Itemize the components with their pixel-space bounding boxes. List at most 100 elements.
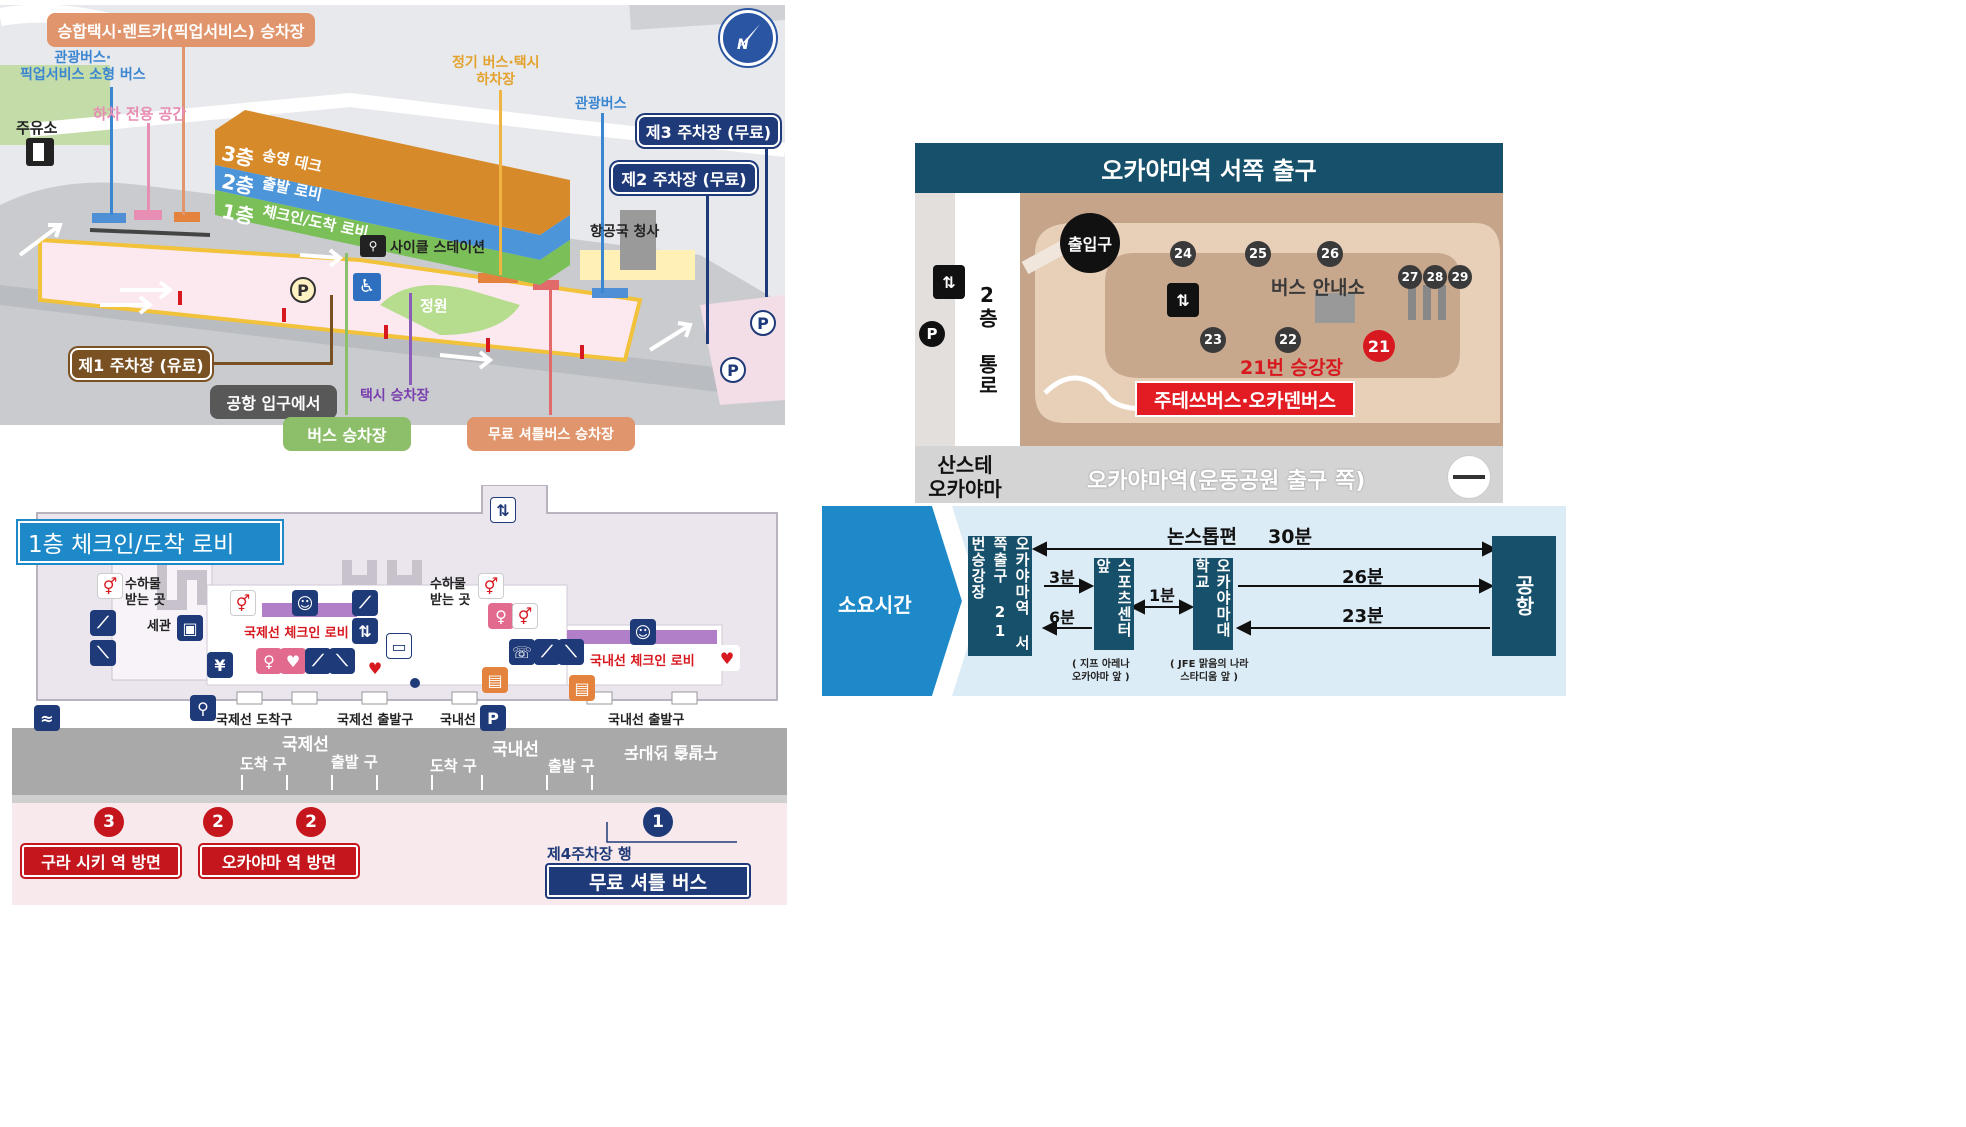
- stop-27: 27: [1398, 265, 1422, 289]
- time-6min: 6분: [1049, 608, 1075, 627]
- station-bottom-label: 오카야마역(운동공원 출구 쪽): [1087, 469, 1366, 494]
- stop-1-badge: 1: [643, 807, 673, 837]
- travel-time-header: 소요시간: [838, 593, 912, 617]
- domestic-label: 국내선: [440, 713, 476, 728]
- aviation-office-label: 항공국 청사: [590, 224, 660, 240]
- elevator-icon-station: ⇅: [1167, 283, 1199, 317]
- cycle-station-label: 사이클 스테이션: [390, 240, 486, 256]
- sports-center-box: 스포츠센터앞: [1094, 558, 1134, 650]
- escalator-down-icon-3: ⟍: [558, 639, 584, 665]
- parking3-tag: 제3 주차장 (무료): [637, 115, 780, 147]
- airport-box: 공항: [1492, 536, 1556, 656]
- elevator-top-icon: ⇅: [490, 497, 516, 523]
- origin-box: 오카야마역 서쪽출구 21번승강장: [968, 536, 1032, 656]
- bicycle-icon: ⚲: [190, 695, 216, 721]
- time-26min: 26분: [1342, 567, 1384, 588]
- parking4-direction-label: 제4주차장 행: [547, 845, 632, 863]
- baby-icon: ♥: [280, 648, 306, 674]
- road-arrival-1: 도착 구: [240, 755, 287, 773]
- kurashiki-direction-tag: 구라 시키 역 방면: [22, 845, 180, 877]
- stop-21: 21: [1363, 330, 1395, 362]
- stop-3-badge: 3: [94, 807, 124, 837]
- baggage-claim-left-label: 수하물 받는 곳: [125, 577, 166, 608]
- university-box: 오카야마대학교: [1193, 558, 1233, 650]
- restroom-icon-5: ⚥: [512, 603, 538, 629]
- free-shuttle-stop-tag-full: 무료 셔틀버스 승차장: [467, 417, 635, 451]
- info-people-icon: ☺: [292, 590, 318, 616]
- baggage-icon: ▣: [177, 615, 203, 641]
- airport-overview-map: 3층 송영 데크 2층 출발 로비 1층 체크인/도착 로비 N 승합택시·렌트…: [0, 5, 785, 425]
- elevator-icon: ⇅: [352, 618, 378, 644]
- bus-stop-tag-full: 버스 승차장: [283, 417, 411, 451]
- free-shuttle-bus-tag: 무료 셔틀 버스: [547, 865, 749, 897]
- university-sub: ( JFE 맑음의 나라 스타디움 앞 ): [1170, 659, 1249, 683]
- elevator-icon-left: ⇅: [933, 265, 965, 299]
- intl-arrival-gate-label: 국제선 도착구: [216, 713, 293, 728]
- terminal-building: [215, 110, 570, 285]
- aed-icon: ♥: [362, 655, 388, 681]
- gas-station-icon: [26, 138, 54, 166]
- entrance-badge: 출입구: [1060, 213, 1120, 273]
- road-arrival-2: 도착 구: [430, 757, 477, 775]
- restroom-icon-4: ♀: [488, 603, 514, 629]
- escalator-icon-4: ⟋: [534, 639, 560, 665]
- garden-label: 정원: [420, 297, 448, 315]
- tour-bus-label: 관광버스: [575, 96, 627, 112]
- parking3-p-icon: P: [750, 310, 776, 336]
- from-entrance-tag: 공항 입구에서: [210, 385, 337, 419]
- stop-2b-badge: 2: [296, 807, 326, 837]
- tour-bus-small-label: 관광버스· 픽업서비스 소형 버스: [20, 50, 146, 83]
- sports-center-sub: ( 지프 아레나 오카야마 앞 ): [1072, 659, 1130, 683]
- taxi-stop-label: 택시 승차장: [360, 388, 430, 404]
- smoking-icon: ≈: [34, 705, 60, 731]
- stop-2a-badge: 2: [203, 807, 233, 837]
- road-intl-label: 국제선: [282, 735, 329, 755]
- exchange-icon: ¥: [207, 652, 233, 678]
- road-dom-label: 국내선: [492, 740, 539, 760]
- stop-26: 26: [1317, 241, 1343, 267]
- bus-info-label: 버스 안내소: [1271, 277, 1366, 299]
- time-3min: 3분: [1049, 568, 1075, 587]
- intl-departure-gate-label: 국제선 출발구: [337, 713, 414, 728]
- accessible-icon: ♿: [353, 273, 381, 301]
- escalator-icon: ⟋: [90, 610, 116, 636]
- operators-banner: 주테쓰버스·오카덴버스: [1135, 381, 1355, 417]
- stop-25: 25: [1245, 241, 1271, 267]
- customs-label: 세관: [147, 619, 171, 634]
- parking-icon: P: [480, 705, 506, 731]
- escalator-icon-2: ⟋: [352, 590, 378, 616]
- stop-28: 28: [1423, 265, 1447, 289]
- aed-icon-2: ♥: [714, 645, 740, 671]
- road-departure-1: 출발 구: [331, 753, 378, 771]
- second-floor-passage-label: 2층 통로: [975, 283, 999, 396]
- parking1-tag: 제1 주차장 (유료): [70, 348, 212, 380]
- parking1-p-icon: P: [290, 277, 316, 303]
- ticket-counter-icon-2: ▤: [569, 675, 595, 701]
- floor1-title-banner: 1층 체크인/도착 로비: [18, 521, 282, 563]
- station-title-bar: 오카야마역 서쪽 출구: [915, 143, 1503, 193]
- dom-departure-gate-label: 국내선 출발구: [608, 713, 685, 728]
- baggage-claim-right-label: 수하물 받는 곳: [430, 577, 471, 608]
- parking2-p-icon: P: [720, 357, 746, 383]
- stop-29: 29: [1448, 265, 1472, 289]
- restroom-icon-3: ⚥: [478, 573, 504, 599]
- restroom-icon: ⚥: [97, 573, 123, 599]
- compass-icon-station: [1447, 455, 1491, 499]
- travel-time-panel: 소요시간 논스톱편 30분 오카야마역 서쪽출구 21번승강장 스포츠센터앞 (…: [822, 506, 1566, 696]
- time-1min: 1분: [1149, 586, 1175, 605]
- cycle-station-icon: ⚲: [360, 235, 386, 257]
- parking-p-icon-station: P: [919, 321, 945, 347]
- sante-okayama-label: 산스테 오카야마: [928, 453, 1002, 501]
- escalator-icon-3: ⟋: [305, 648, 331, 674]
- info-people-icon-2: ☺: [630, 619, 656, 645]
- platform-21-label: 21번 승강장: [1240, 357, 1343, 379]
- monitor-icon: ▭: [386, 633, 412, 659]
- station-west-exit-map: 오카야마역 서쪽 출구 출입구 24 25 26 27 28 29 23 22 …: [915, 143, 1503, 503]
- pickup-taxi-rental-tag: 승합택시·렌트카(픽업서비스) 승차장: [47, 13, 315, 47]
- nonstop-label: 논스톱편: [1167, 526, 1237, 548]
- parking2-tag: 제2 주차장 (무료): [611, 162, 757, 194]
- road-departure-2: 출발 구: [548, 757, 595, 775]
- stop-23: 23: [1200, 327, 1226, 353]
- intl-checkin-label: 국제선 체크인 로비: [244, 626, 349, 641]
- dropoff-only-label: 하차 전용 공간: [93, 105, 187, 123]
